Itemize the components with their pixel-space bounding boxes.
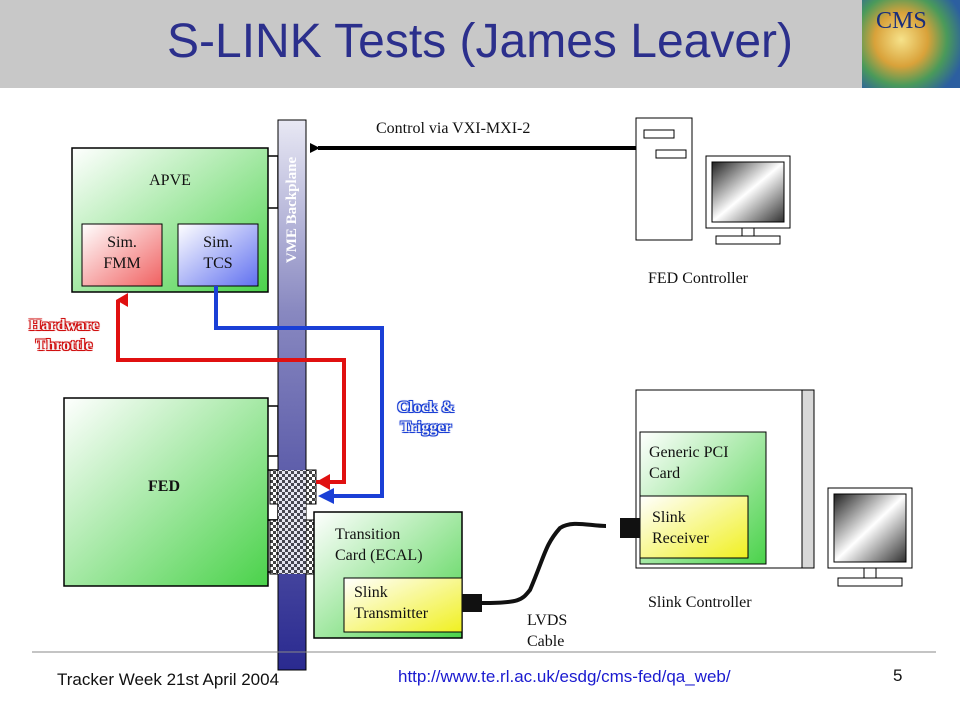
footer-event: Tracker Week 21st April 2004 (57, 670, 280, 689)
slink-pc-side (801, 389, 815, 569)
lvds-cable-label: LVDS Cable (527, 612, 568, 650)
sim-fmm-label: Sim. FMM (103, 234, 141, 272)
slot-brackets (268, 155, 279, 573)
clock-trigger-arrow (214, 286, 384, 498)
sim-tcs-box (177, 223, 259, 287)
apve-label: APVE (149, 172, 191, 189)
hardware-throttle-arrow (116, 293, 346, 484)
cms-logo-text: CMS (876, 8, 927, 34)
fed-controller-label: FED Controller (648, 270, 748, 287)
transmitter-plug (462, 594, 482, 612)
throttle-arrow-tail (316, 474, 330, 490)
control-label: Control via VXI-MXI-2 (376, 120, 531, 137)
fed-controller-monitor (705, 155, 791, 245)
clock-arrow-head (318, 488, 334, 504)
slink-controller-label: Slink Controller (648, 594, 752, 611)
fed-controller-tower (635, 117, 693, 241)
slink-receiver-box (639, 495, 749, 559)
vme-connector-overlay (278, 470, 306, 574)
generic-pci-card-label: Generic PCI Card (649, 444, 729, 482)
sim-fmm-box (81, 223, 163, 287)
title-bar (0, 0, 960, 88)
receiver-plug (620, 518, 640, 538)
clock-trigger-label: Clock & Trigger (397, 399, 455, 436)
vme-backplane (277, 119, 307, 671)
page-number: 5 (893, 666, 903, 685)
slink-transmitter-box (343, 577, 463, 633)
hardware-throttle-label: Hardware Throttle (29, 317, 99, 354)
footer-url-link[interactable]: http://www.te.rl.ac.uk/esdg/cms-fed/qa_w… (398, 667, 731, 686)
lvds-cable (481, 521, 607, 605)
sim-tcs-label: Sim. TCS (203, 234, 233, 272)
cms-logo: CMS (862, 0, 960, 88)
transition-card-label: Transition Card (ECAL) (335, 526, 423, 564)
slide-title: S-LINK Tests (James Leaver) (167, 15, 793, 68)
fed-box (63, 397, 269, 587)
vme-backplane-label: VME Backplane (284, 156, 300, 264)
slink-transmitter-label: Slink Transmitter (354, 584, 429, 622)
slink-monitor (827, 487, 913, 587)
slink-receiver-label: Slink Receiver (652, 509, 709, 547)
fed-label: FED (148, 478, 180, 495)
